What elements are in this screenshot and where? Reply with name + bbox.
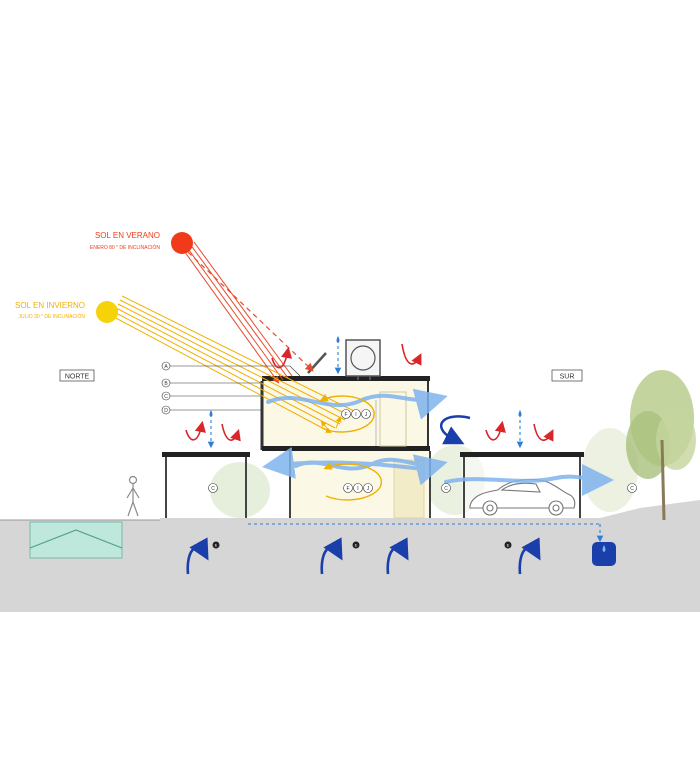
north-label: NORTE [65,374,90,381]
zone-labels: F I J F I J C C C [208,409,637,493]
convection-loops [319,393,383,501]
garage-zone: C [444,486,448,492]
lower-zone-i: I [357,486,358,492]
ground-markers: E E E [212,541,512,549]
water-drip-arrows [207,346,604,543]
ground-air-arrows [186,537,541,575]
garden-right-zone: C [630,486,634,492]
solar-water-tank [345,339,381,380]
winter-sun-title: SOL EN INVIERNO [15,301,85,310]
summer-sun-title: SOL EN VERANO [95,231,160,240]
ground [0,500,700,612]
north-label-box: NORTE [59,369,95,382]
tree [626,370,696,521]
water-drop-icons [209,336,522,417]
summer-sun-icon [171,232,193,254]
winter-sun-subtitle: JULIO 30 ° DE INCLINACIÓN [19,313,86,320]
heat-rise-arrows [185,343,554,442]
pool [29,521,123,559]
south-label: SUR [560,374,575,381]
water-tank-icon [592,542,616,566]
winter-sun-icon [96,301,118,323]
upper-zone-f: F [344,412,347,418]
left-pavilion [162,452,250,518]
ground-zone-3: E [507,543,510,548]
summer-sun-rays [181,241,314,384]
layer-markers: A B C D [161,361,301,415]
ground-zone-1: E [215,543,218,548]
summer-sun-subtitle: ENERO 80 ° DE INCLINACIÓN [90,244,160,251]
marker-b: B [164,381,168,387]
cool-air-intake-arrow [440,415,471,445]
solar-panel [307,352,327,374]
lower-zone-j: J [367,486,370,492]
marker-a: A [164,364,168,370]
person-figure [126,475,140,517]
ground-zone-2: E [355,543,358,548]
lower-zone-f: F [346,486,349,492]
upper-zone-j: J [365,412,368,418]
garden-left-zone: C [211,486,215,492]
upper-zone-i: I [355,412,356,418]
south-label-box: SUR [551,369,583,382]
marker-d: D [164,408,168,414]
marker-c: C [164,394,168,400]
